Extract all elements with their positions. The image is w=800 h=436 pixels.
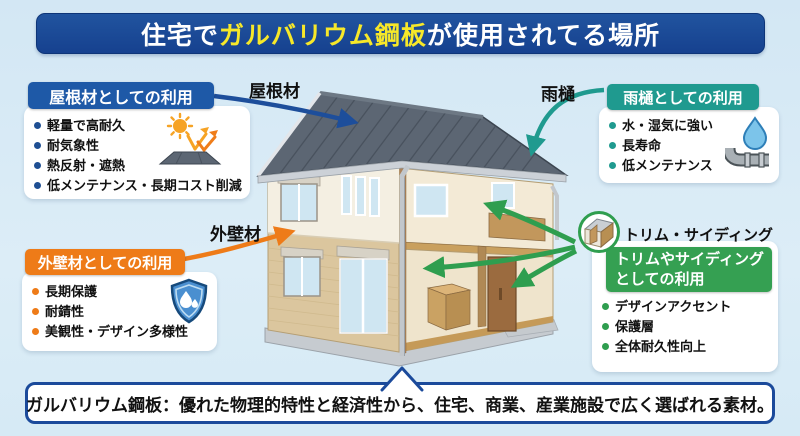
bullet-dot	[34, 182, 41, 189]
wall-benefit: 長期保護	[45, 284, 98, 299]
page-title: 住宅でガルバリウム鋼板が使用されてる場所	[140, 21, 661, 50]
trim-benefit-list: デザインアクセント 保護層 全体耐久性向上	[602, 297, 731, 357]
interior-window	[413, 183, 449, 218]
bullet-dot	[32, 328, 39, 335]
slit-windows	[341, 175, 380, 217]
gutter-fascia	[257, 160, 567, 184]
roof-benefit: 耐気象性	[47, 138, 100, 153]
bullet-dot	[32, 308, 39, 315]
wall-pointer-label: 外壁材	[210, 225, 261, 244]
footer-pointer-notch	[380, 366, 424, 392]
bullet-dot	[609, 162, 616, 169]
wall-arrow	[183, 226, 296, 262]
trim-benefit: デザインアクセント	[615, 299, 732, 314]
trim-pointer-label: トリム・サイディング	[624, 227, 773, 244]
bullet-dot	[609, 142, 616, 149]
bullet-dot	[34, 142, 41, 149]
downspout	[399, 164, 559, 356]
trim-corner-icon	[578, 211, 620, 253]
barge-board	[256, 91, 322, 178]
wall-benefit: 美観性・デザイン多様性	[45, 324, 189, 339]
gutter-benefit: 水・湿気に強い	[622, 118, 714, 133]
bullet-dot	[602, 343, 609, 350]
bullet-dot	[34, 162, 41, 169]
house-interior-cutaway	[398, 167, 554, 354]
roof-benefit: 低メンテナンス・長期コスト削減	[47, 178, 242, 193]
bullet-dot	[32, 288, 39, 295]
gutter-benefit: 低メンテナンス	[622, 158, 713, 173]
title-highlight: ガルバリウム鋼板	[218, 21, 427, 50]
roof-benefit: 軽量で高耐久	[47, 118, 126, 133]
water-drop-pipe-icon	[725, 116, 769, 168]
wall-benefit: 耐錆性	[45, 304, 85, 319]
interior-window	[491, 182, 515, 209]
bullet-dot	[602, 323, 609, 330]
roof-benefit: 熱反射・遮熱	[47, 158, 126, 173]
trim-callout-header: トリムやサイディングとしての利用	[606, 247, 772, 292]
bullet-dot	[602, 303, 609, 310]
gutter-benefit: 長寿命	[622, 138, 662, 153]
gutter-pointer-label: 雨樋	[541, 85, 575, 104]
furniture-box	[426, 283, 472, 331]
wall-callout-header: 外壁材としての利用	[25, 249, 185, 275]
roof-callout-header: 屋根材としての利用	[28, 82, 214, 109]
roof-pointer-label: 屋根材	[249, 82, 300, 101]
trim-benefit: 保護層	[615, 319, 655, 334]
bullet-dot	[609, 122, 616, 129]
title-bar: 住宅でガルバリウム鋼板が使用されてる場所	[36, 13, 765, 54]
roof-callout-panel: 軽量で高耐久 耐気象性 熱反射・遮熱 低メンテナンス・長期コスト削減	[24, 106, 250, 199]
gutter-callout-header: 雨樋としての利用	[607, 84, 759, 110]
gutter-arrow	[525, 87, 605, 157]
shield-drop-icon	[170, 278, 208, 324]
footer-text: ガルバリウム鋼板：優れた物理的特性と経済性から、住宅、商業、産業施設で広く選ばれ…	[26, 395, 774, 415]
trim-arrows	[422, 199, 578, 288]
sun-reflection-icon	[158, 112, 222, 165]
bullet-dot	[34, 122, 41, 129]
trim-benefit: 全体耐久性向上	[615, 339, 707, 354]
roof-arrow	[213, 93, 359, 129]
